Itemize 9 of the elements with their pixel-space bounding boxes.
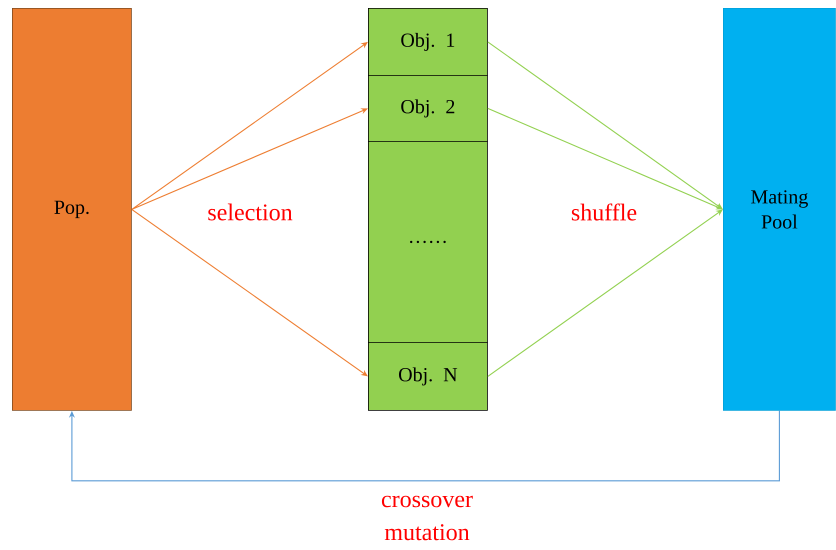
step-label: selection [208, 204, 292, 220]
object-cell: Obj. 1 [368, 8, 488, 76]
object-cell: Obj. N [368, 342, 488, 411]
arrow [68, 410, 780, 482]
object-cell: Obj. 2 [368, 75, 488, 142]
population-box: Pop. [12, 8, 132, 411]
step-label: shuffle [572, 203, 636, 221]
edge-label: crossover mutation [382, 496, 473, 540]
mating-pool-box: Mating Pool [723, 8, 836, 411]
